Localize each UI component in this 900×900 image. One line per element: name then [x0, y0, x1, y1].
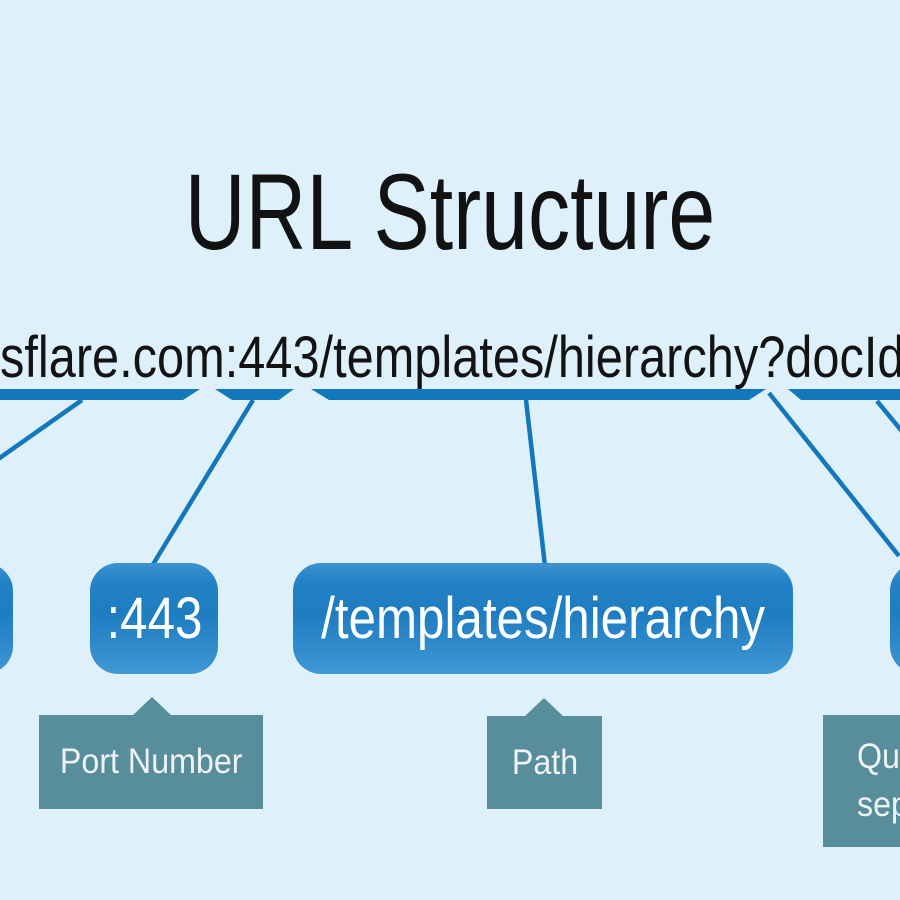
port-value: :443: [106, 586, 202, 651]
url-underline-query: [788, 389, 900, 400]
connector-line-query-separator: [767, 391, 900, 558]
port-label-text: Port Number: [59, 742, 243, 781]
connector-line-query-string: [875, 399, 900, 433]
path-value: /templates/hierarchy: [321, 586, 765, 651]
port-label: Port Number: [39, 715, 263, 809]
connector-line-domain: [0, 398, 84, 461]
path-label: Path: [487, 716, 602, 809]
query-separator-label-line2: separator: [857, 785, 900, 824]
query-part-box: [890, 563, 900, 674]
page-title: URL Structure: [184, 151, 716, 272]
url-string: sflare.com:443/templates/hierarchy?docId: [0, 325, 900, 390]
query-separator-label: Query separator: [823, 715, 900, 847]
path-part-box: /templates/hierarchy: [293, 563, 793, 674]
connector-line-path: [523, 399, 548, 567]
port-part-box: :443: [90, 563, 218, 674]
url-underline-domain: [0, 389, 200, 400]
path-label-caret-icon: [524, 698, 564, 717]
url-underline-path: [311, 389, 766, 400]
connector-line-port: [150, 398, 255, 568]
path-label-text: Path: [511, 742, 578, 782]
domain-part-box: [0, 563, 13, 674]
port-label-caret-icon: [132, 697, 172, 716]
url-underline-port: [215, 389, 294, 400]
query-separator-label-line1: Query: [857, 737, 900, 776]
